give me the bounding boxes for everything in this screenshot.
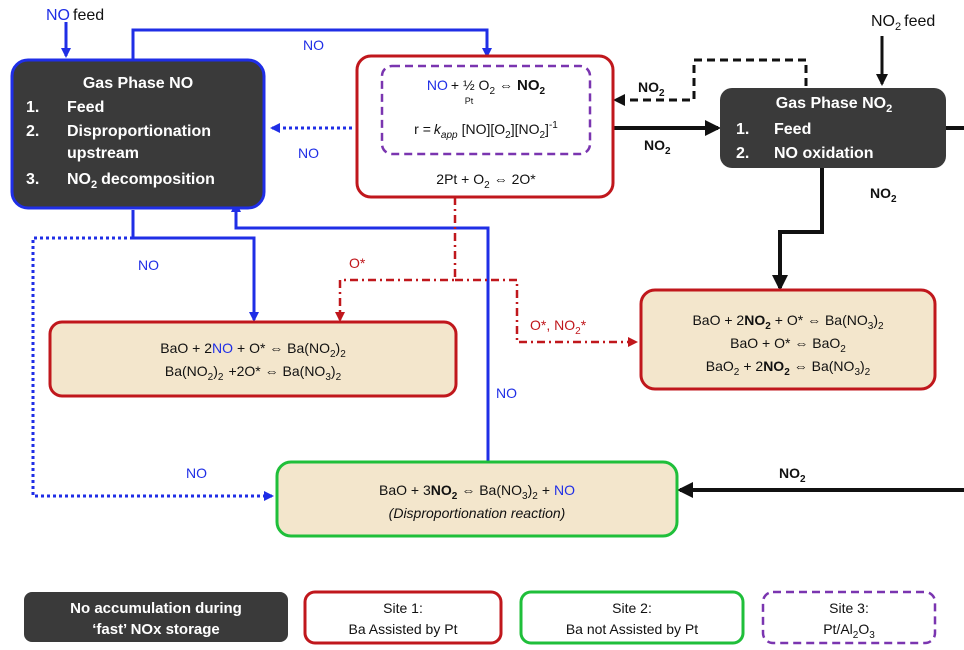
legend-site2-line2: Ba not Assisted by Pt [566, 621, 698, 637]
legend-no-accumulation-line2: ‘fast’ NOx storage [92, 621, 220, 638]
legend-no-accumulation-line1: No accumulation during [70, 600, 242, 617]
gas-no-item3-num: 3. [26, 171, 39, 188]
site1-eq2: Ba(NO2)2+2O* ⇔ Ba(NO3)2 [165, 363, 342, 383]
pt-rate-eq: r =kapp[NO][O2][NO2]-1 [414, 120, 558, 141]
no-to-pt-arrow [131, 28, 492, 60]
site1-no-reaction-box [48, 320, 458, 398]
legend-site1-box [303, 590, 503, 645]
gas-no2-item2: NO oxidation [774, 145, 874, 162]
gas-no-to-site2-dotted-arrow [31, 236, 274, 501]
gas-no-to-site1-arrow [131, 210, 259, 322]
gas-no-item1-num: 1. [26, 99, 39, 116]
gas-no2-to-site1b-arrow [772, 168, 824, 291]
gas-phase-no2-box [720, 88, 946, 168]
edge-label-no2-down: NO2 [870, 185, 897, 205]
legend-site2-box [519, 590, 745, 645]
edge-label-left-no: NO [138, 257, 159, 273]
gas-phase-no-box [10, 58, 266, 210]
site1b-eq1: BaO + 2NO2+ O* ⇔ Ba(NO3)2 [692, 312, 884, 332]
legend-site1-line2: Ba Assisted by Pt [349, 621, 458, 637]
gas-no2-item1-num: 1. [736, 121, 749, 138]
gas-no-item2-num: 2. [26, 123, 39, 140]
o-star-path-trunk [335, 197, 457, 322]
legend-site3-line1: Site 3: [829, 600, 869, 616]
legend-site3-line2: Pt/Al2O3 [823, 621, 875, 641]
site2-to-gas-no-arrow [231, 202, 490, 462]
legend-no-accumulation-box [24, 592, 288, 642]
gas-no-item2-line2: upstream [67, 145, 139, 162]
pt-al2o3-inner-box [380, 64, 592, 156]
edge-label-no2-bottom: NO2 [779, 465, 806, 485]
site2-eq2: (Disproportionation reaction) [389, 505, 566, 521]
legend-site2-line1: Site 2: [612, 600, 652, 616]
edge-label-bottom-no: NO [186, 465, 207, 481]
edge-label-top-no: NO [303, 37, 324, 53]
gas-no-item1: Feed [67, 99, 104, 116]
gas-no2-title: Gas Phase NO2 [776, 95, 892, 115]
edge-label-dotted-no: NO [298, 145, 319, 161]
legend-site1-line1: Site 1: [383, 600, 423, 616]
o-star-no2-path [455, 278, 638, 347]
gas-no2-item1: Feed [774, 121, 811, 138]
edge-label-o-star-no2: O*, NO2* [530, 317, 587, 337]
gas-no2-item2-num: 2. [736, 145, 749, 162]
site1-eq1: BaO + 2NO+ O* ⇔ Ba(NO2)2 [160, 340, 346, 360]
gas-no-item2-line1: Disproportionation [67, 123, 211, 140]
site2-disproportionation-box [275, 460, 679, 538]
site2-eq1: BaO + 3NO2⇔ Ba(NO3)2+NO [379, 482, 575, 502]
pt-catalyst-label: Pt [465, 96, 474, 106]
site1b-eq2: BaO + O* ⇔ BaO2 [730, 335, 846, 355]
site1b-eq3: BaO2+ 2NO2⇔ Ba(NO3)2 [706, 358, 871, 378]
edge-label-o-star: O* [349, 255, 366, 271]
pt-eq3: 2Pt + O2⇔ 2O* [436, 171, 536, 191]
edge-label-right-no: NO [496, 385, 517, 401]
edge-label-no2-to-gas: NO2 [644, 137, 671, 157]
pt-reaction-box [355, 54, 615, 199]
gas-no2-to-pt-dashed-arrow [613, 58, 808, 106]
site1-no2-reaction-box [639, 288, 937, 391]
pt-eq1: NO+ ½ O2⇔NO2 [427, 77, 546, 97]
edge-label-no2-dashed: NO2 [638, 79, 665, 99]
gas-no-title: Gas Phase NO [83, 75, 193, 92]
legend-site3-box [761, 590, 937, 645]
